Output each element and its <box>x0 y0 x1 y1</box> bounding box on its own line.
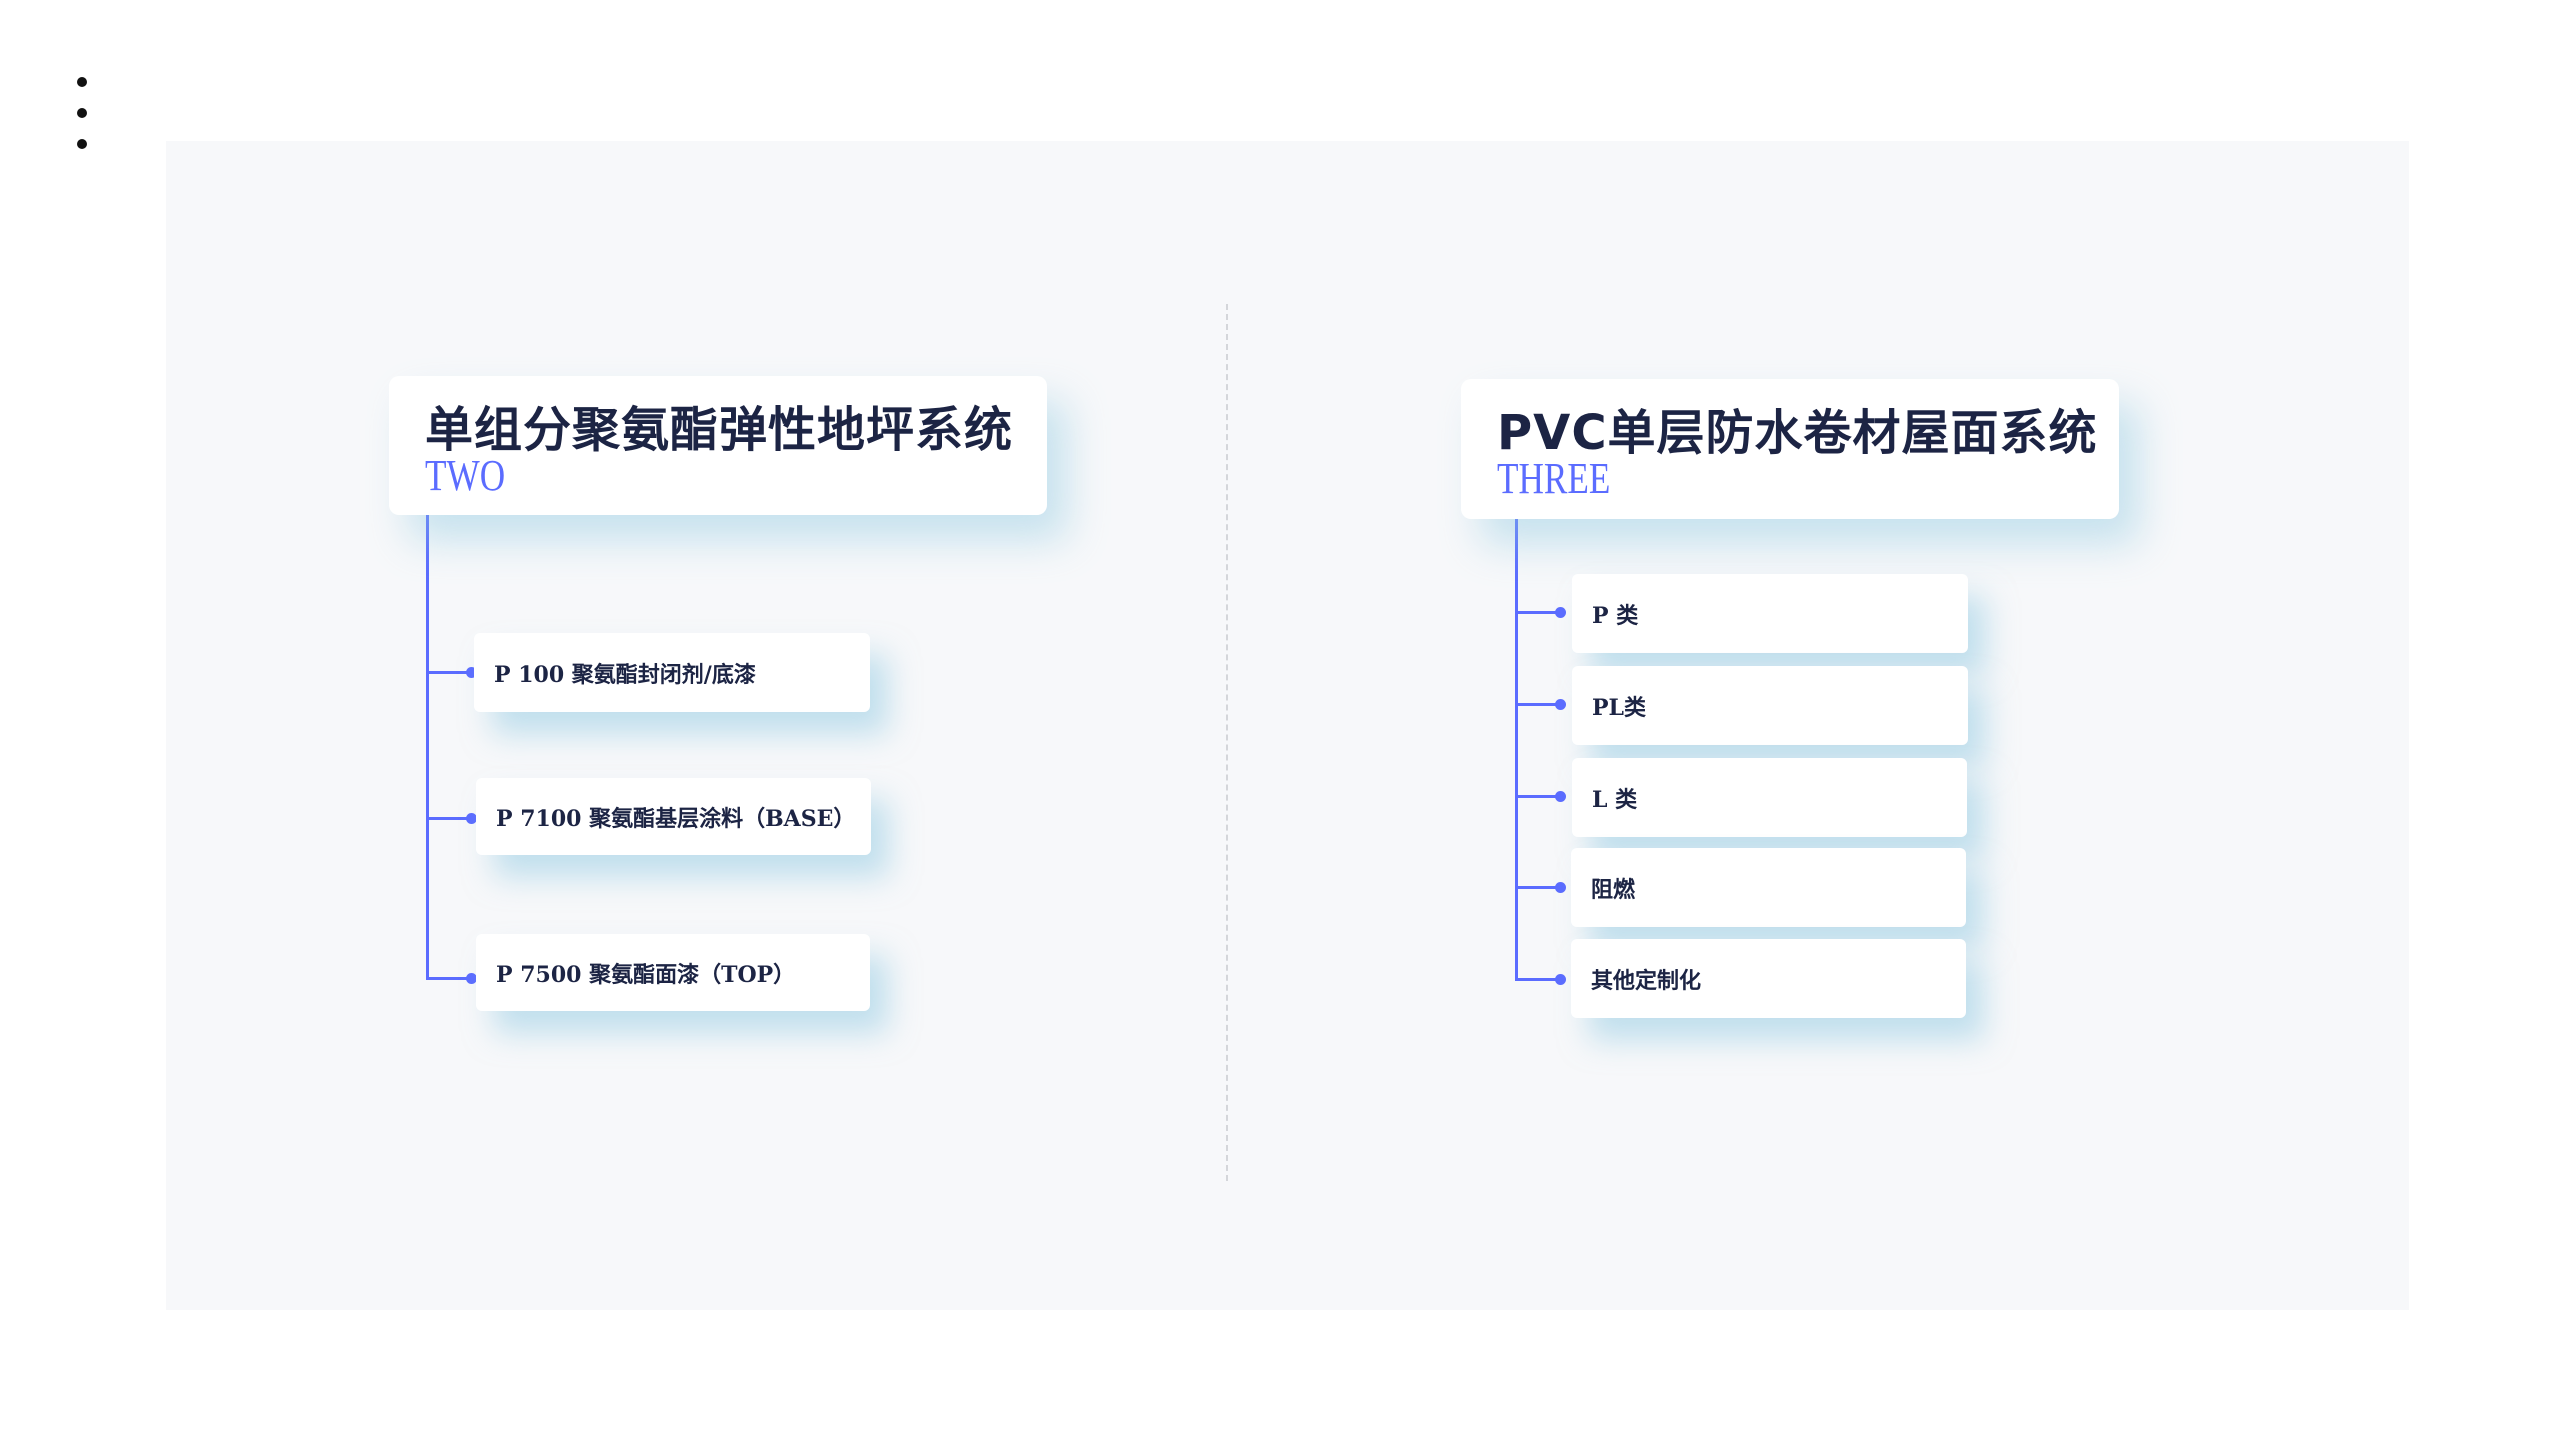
branch-line <box>1515 703 1560 706</box>
tree-line <box>1515 519 1518 981</box>
list-item[interactable]: PL类 <box>1572 666 1968 745</box>
branch-line <box>426 817 471 820</box>
list-item[interactable]: P 7500 聚氨酯面漆（TOP） <box>476 934 870 1011</box>
item-label: 其他定制化 <box>1591 967 1702 994</box>
left-subtitle: TWO <box>425 451 506 500</box>
node-dot <box>466 813 477 824</box>
branch-line <box>1515 611 1560 614</box>
branch-line <box>1515 886 1560 889</box>
list-item[interactable]: P 类 <box>1572 574 1968 653</box>
item-label: 阻燃 <box>1591 876 1636 903</box>
item-label: P 7100 聚氨酯基层涂料（BASE） <box>496 805 856 832</box>
center-divider <box>1226 304 1228 1181</box>
node-dot <box>1555 974 1566 985</box>
node-dot <box>1555 699 1566 710</box>
node-dot <box>466 973 477 984</box>
node-dot <box>1555 791 1566 802</box>
list-item[interactable]: L 类 <box>1572 758 1967 837</box>
right-header-card: PVC单层防水卷材屋面系统 THREE <box>1461 379 2119 519</box>
menu-dot <box>77 108 87 118</box>
node-dot <box>1555 882 1566 893</box>
node-dot <box>1555 607 1566 618</box>
list-item[interactable]: P 100 聚氨酯封闭剂/底漆 <box>474 633 870 712</box>
list-item[interactable]: P 7100 聚氨酯基层涂料（BASE） <box>476 778 871 855</box>
right-title: PVC单层防水卷材屋面系统 <box>1497 405 2098 461</box>
list-item[interactable]: 阻燃 <box>1571 848 1966 927</box>
item-label: PL类 <box>1592 694 1647 721</box>
item-label: P 类 <box>1592 602 1639 629</box>
node-dot <box>466 667 477 678</box>
branch-line <box>426 977 471 980</box>
item-label: P 100 聚氨酯封闭剂/底漆 <box>494 661 756 688</box>
slide-panel <box>166 141 2409 1310</box>
item-label: P 7500 聚氨酯面漆（TOP） <box>496 961 796 988</box>
menu-dot <box>77 77 87 87</box>
item-label: L 类 <box>1592 786 1638 813</box>
right-subtitle: THREE <box>1497 454 1611 503</box>
left-title: 单组分聚氨酯弹性地坪系统 <box>425 402 1014 458</box>
list-item[interactable]: 其他定制化 <box>1571 939 1966 1018</box>
menu-dot <box>77 139 87 149</box>
tree-line <box>426 515 429 980</box>
branch-line <box>426 671 471 674</box>
left-header-card: 单组分聚氨酯弹性地坪系统 TWO <box>389 376 1047 515</box>
branch-line <box>1515 795 1560 798</box>
branch-line <box>1515 978 1560 981</box>
